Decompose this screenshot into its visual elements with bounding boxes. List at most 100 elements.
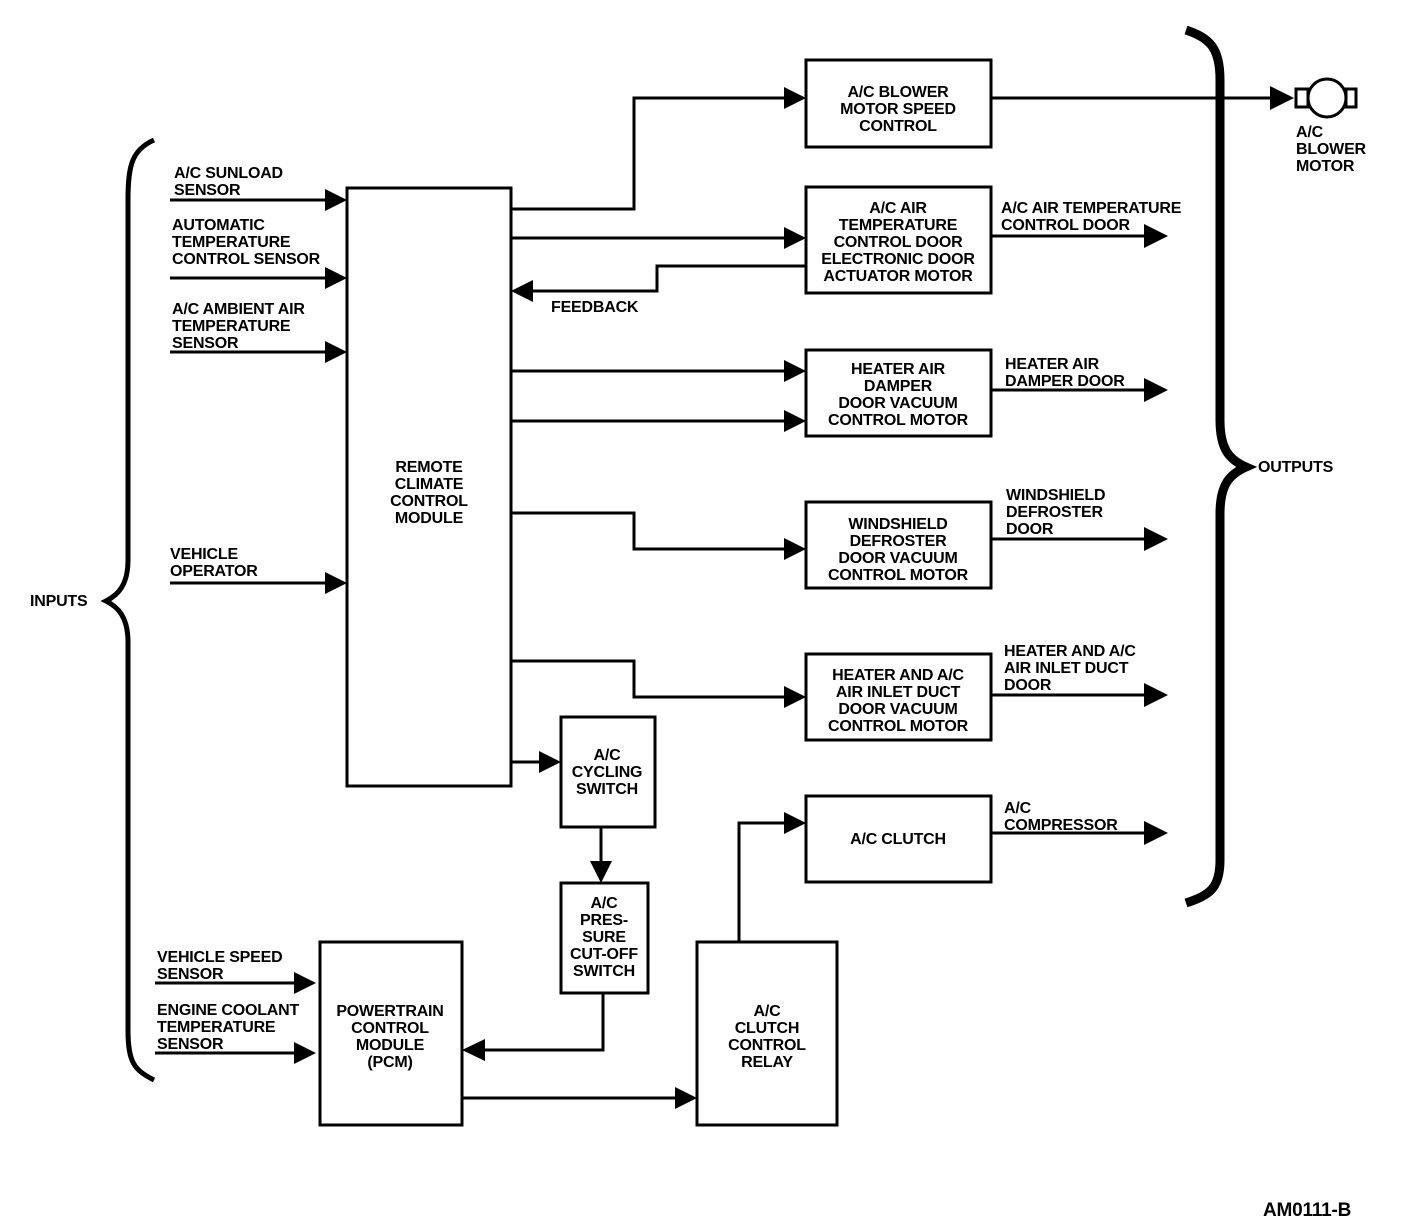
arrow-to-damper-2 — [784, 410, 806, 432]
out-label-compressor-line-1: COMPRESSOR — [1004, 817, 1118, 834]
damper-motor-label-line-3: CONTROL MOTOR — [828, 412, 969, 429]
blower-control-label-line-2: CONTROL — [859, 118, 937, 135]
out-label-blower-motor-line-2: MOTOR — [1296, 158, 1355, 175]
wire-rccm-to-inlet-duct — [511, 659, 790, 699]
inputs-brace — [100, 137, 156, 1083]
motor-icon — [1294, 77, 1358, 119]
input-label-ambient-line-1: TEMPERATURE — [172, 318, 291, 335]
powertrain-control-module-box — [318, 940, 464, 1127]
out-label-temp-door-line-0: A/C AIR TEMPERATURE — [1001, 200, 1182, 217]
pressure-switch-label-line-3: CUT-OFF — [570, 946, 638, 963]
input-label-ambient-line-0: A/C AMBIENT AIR — [172, 301, 305, 318]
arrow-to-defroster — [784, 538, 806, 560]
arrow-to-pressure-switch — [590, 861, 612, 883]
out-label-blower-motor-line-1: BLOWER — [1296, 141, 1367, 158]
input-label-ambient-line-2: SENSOR — [172, 335, 239, 352]
inlet-duct-motor-label-line-3: CONTROL MOTOR — [828, 718, 969, 735]
input-arrow-operator — [325, 572, 347, 594]
temp-door-actuator-label-line-3: ELECTRONIC DOOR — [821, 251, 975, 268]
input-label-operator-line-0: VEHICLE — [170, 546, 238, 563]
arrow-out-defroster-door — [1144, 527, 1168, 551]
defroster-motor-label-line-0: WINDSHIELD — [848, 516, 947, 533]
blower-control-label-line-0: A/C BLOWER — [847, 84, 949, 101]
wire-rccm-to-defroster — [511, 511, 790, 551]
outputs-brace — [1184, 25, 1258, 908]
wire-rccm-to-blower-control — [511, 96, 790, 211]
arrow-to-blower-control — [784, 87, 806, 109]
input-label-coolant-line-0: ENGINE COOLANT — [157, 1002, 300, 1019]
diagram-labels: A/C SUNLOADSENSORAUTOMATICTEMPERATURECON… — [30, 84, 1367, 1221]
relay-label-line-3: RELAY — [741, 1054, 793, 1071]
arrow-to-inlet-duct — [784, 686, 806, 708]
out-label-inlet-duct-door-line-0: HEATER AND A/C — [1004, 643, 1136, 660]
ac-clutch-control-relay-box — [695, 940, 839, 1127]
damper-motor-label-line-2: DOOR VACUUM — [838, 395, 957, 412]
temp-door-actuator-box — [804, 185, 993, 295]
input-arrow-coolant — [294, 1042, 316, 1064]
arrow-out-compressor — [1144, 821, 1168, 845]
arrow-out-inlet-duct-door — [1144, 683, 1168, 707]
relay-label-line-0: A/C — [754, 1003, 782, 1020]
outputs-label: OUTPUTS — [1258, 459, 1334, 476]
out-label-temp-door-line-1: CONTROL DOOR — [1001, 217, 1131, 234]
ac-clutch-box — [804, 794, 993, 884]
arrow-to-relay — [675, 1087, 697, 1109]
input-label-sunload-line-1: SENSOR — [174, 182, 241, 199]
rccm-label-line-0: REMOTE — [395, 459, 463, 476]
out-label-defroster-door-line-2: DOOR — [1006, 521, 1054, 538]
heater-damper-motor-box — [804, 348, 993, 438]
inputs-label: INPUTS — [30, 593, 88, 610]
inlet-duct-motor-label-line-0: HEATER AND A/C — [832, 667, 964, 684]
input-label-speed-line-0: VEHICLE SPEED — [157, 949, 282, 966]
out-label-inlet-duct-door-line-1: AIR INLET DUCT — [1004, 660, 1129, 677]
cycling-switch-label-line-2: SWITCH — [576, 781, 638, 798]
arrow-to-cycling-switch — [539, 751, 561, 773]
ac-cycling-switch-box — [559, 715, 657, 829]
wire-relay-to-clutch — [737, 821, 790, 942]
input-arrow-speed — [294, 972, 316, 994]
relay-label-line-2: CONTROL — [728, 1037, 806, 1054]
wire-pressure-to-pcm — [480, 993, 605, 1052]
inlet-duct-motor-label-line-1: AIR INLET DUCT — [836, 684, 961, 701]
input-label-sunload-line-0: A/C SUNLOAD — [174, 165, 283, 182]
input-label-auto-temp-line-2: CONTROL SENSOR — [172, 251, 321, 268]
pcm-label-line-1: CONTROL — [351, 1020, 429, 1037]
blower-motor-speed-control-box — [804, 58, 993, 149]
out-label-damper-door-line-1: DAMPER DOOR — [1005, 373, 1125, 390]
out-label-damper-door-line-0: HEATER AIR — [1005, 356, 1100, 373]
temp-door-actuator-label-line-2: CONTROL DOOR — [834, 234, 964, 251]
relay-label-line-1: CLUTCH — [735, 1020, 800, 1037]
rccm-label-line-2: CONTROL — [390, 493, 468, 510]
arrow-to-clutch — [784, 812, 806, 834]
figure-id-label: AM0111-B — [1263, 1200, 1351, 1221]
input-arrow-auto-temp — [325, 267, 347, 289]
arrow-to-pcm — [462, 1039, 485, 1061]
pressure-switch-label-line-2: SURE — [582, 929, 626, 946]
blower-control-label-line-1: MOTOR SPEED — [840, 101, 956, 118]
remote-climate-control-module-box — [345, 186, 513, 788]
windshield-defroster-motor-box — [804, 500, 993, 590]
arrow-to-temp-door — [784, 227, 806, 249]
rccm-label-line-1: CLIMATE — [395, 476, 464, 493]
cycling-switch-label-line-0: A/C — [594, 747, 622, 764]
feedback-label: FEEDBACK — [551, 299, 639, 316]
input-label-speed-line-1: SENSOR — [157, 966, 224, 983]
out-label-inlet-duct-door-line-2: DOOR — [1004, 677, 1052, 694]
damper-motor-label-line-1: DAMPER — [864, 378, 933, 395]
arrow-to-blower-motor — [1270, 86, 1294, 110]
defroster-motor-label-line-1: DEFROSTER — [850, 533, 948, 550]
inlet-duct-motor-label-line-2: DOOR VACUUM — [838, 701, 957, 718]
input-arrow-ambient — [325, 341, 347, 363]
input-label-coolant-line-2: SENSOR — [157, 1036, 224, 1053]
pressure-switch-label-line-1: PRES- — [580, 912, 628, 929]
pcm-label-line-3: (PCM) — [367, 1054, 412, 1071]
input-label-operator-line-1: OPERATOR — [170, 563, 258, 580]
arrow-out-damper-door — [1144, 378, 1168, 402]
input-label-coolant-line-1: TEMPERATURE — [157, 1019, 276, 1036]
defroster-motor-label-line-3: CONTROL MOTOR — [828, 567, 969, 584]
input-label-auto-temp-line-1: TEMPERATURE — [172, 234, 291, 251]
out-label-defroster-door-line-1: DEFROSTER — [1006, 504, 1104, 521]
defroster-motor-label-line-2: DOOR VACUUM — [838, 550, 957, 567]
temp-door-actuator-label-line-1: TEMPERATURE — [839, 217, 958, 234]
wire-feedback — [528, 264, 806, 293]
